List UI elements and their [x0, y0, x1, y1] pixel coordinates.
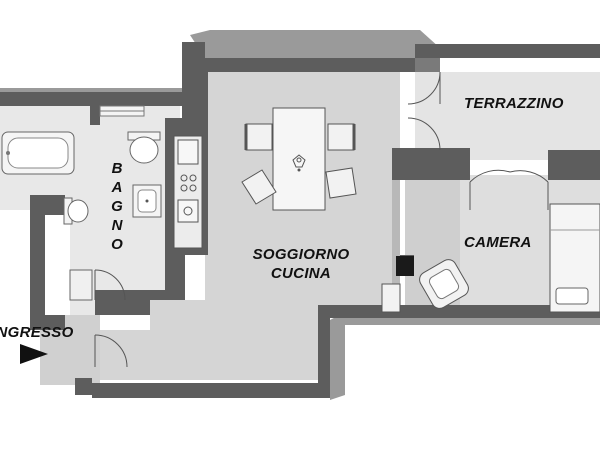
bed-icon	[549, 203, 600, 313]
room-label-soggiorno: SOGGIORNO	[252, 246, 350, 263]
room-label-cucina: CUCINA	[270, 265, 332, 282]
walls	[0, 42, 600, 398]
bathtub-icon	[1, 131, 75, 175]
chair-icon	[241, 123, 357, 205]
door-swing-icon	[94, 71, 549, 368]
entrance-arrow-icon	[20, 344, 48, 364]
room-label-camera: CAMERA	[464, 234, 532, 251]
floor-ingresso	[40, 315, 100, 385]
sink-icon	[132, 184, 162, 218]
room-label-ingresso: INGRESSO	[0, 324, 74, 341]
armchair-icon	[419, 259, 469, 309]
pillar	[396, 256, 414, 276]
stove-icon	[173, 135, 203, 249]
window-bath	[99, 105, 145, 117]
side-table	[381, 283, 401, 313]
room-label-terrazzino: TERRAZZINO	[464, 95, 564, 112]
dining-table-icon	[272, 107, 326, 211]
toilet-icon	[63, 131, 161, 225]
floor-terrazzino	[415, 72, 600, 160]
washing-machine	[69, 269, 93, 301]
